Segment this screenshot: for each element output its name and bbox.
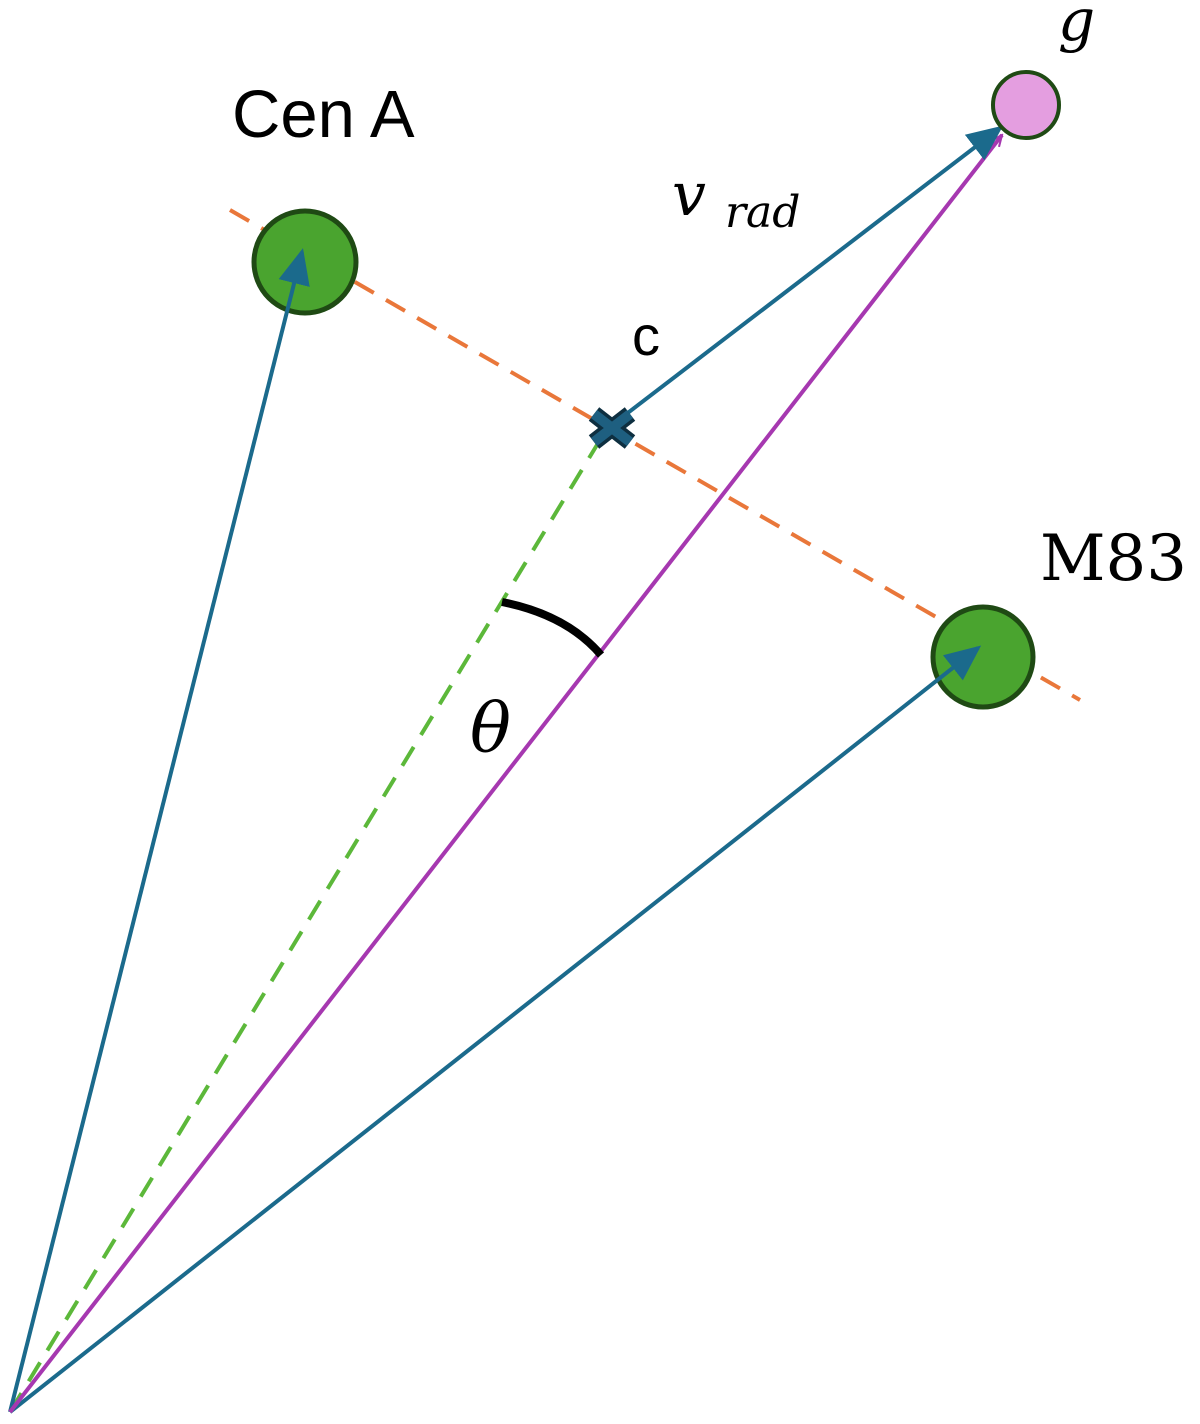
galaxy-connecting-dashed-line <box>229 208 1081 702</box>
theta-angle-arc <box>501 598 605 658</box>
v-rad-main-symbol: v <box>672 160 706 230</box>
g-galaxy-circle <box>991 70 1061 140</box>
theta-label: θ <box>470 690 511 769</box>
m83-label: M83 <box>1040 522 1187 596</box>
vector-to-cen-a-arrow <box>8 248 310 1413</box>
vector-to-m83-arrow <box>8 645 982 1414</box>
g-label: g <box>1058 0 1095 54</box>
v-rad-subscript: rad <box>725 187 800 238</box>
cen-a-label: Cen A <box>232 77 415 152</box>
center-c-label: c <box>632 304 660 367</box>
center-c-cross-icon <box>588 407 636 449</box>
origin-to-center-dashed-line <box>8 438 602 1414</box>
vector-to-g-arrow <box>8 135 1002 1414</box>
m83-galaxy-circle <box>930 604 1036 710</box>
cen-a-galaxy-circle <box>251 208 359 316</box>
v-rad-label: v rad <box>672 160 800 238</box>
v-rad-arrow <box>610 125 1004 427</box>
